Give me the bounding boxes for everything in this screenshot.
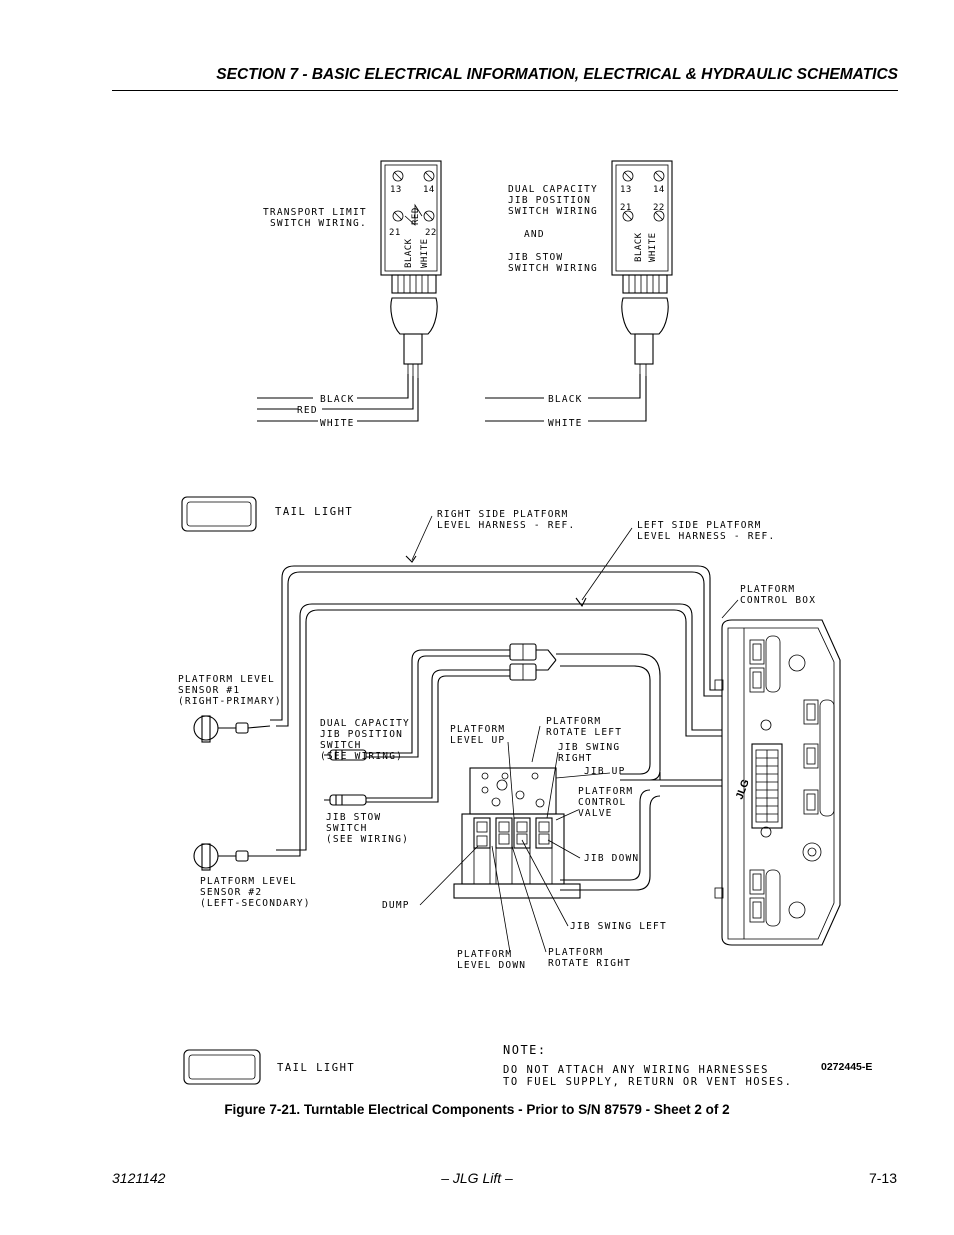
footer-page-number: 7-13 <box>868 1170 897 1186</box>
valve-callout-lines <box>419 725 611 953</box>
level-down-label-1: PLATFORM <box>457 949 512 960</box>
platform-control-box <box>714 619 841 946</box>
terminal-13-left: 13 <box>390 185 402 195</box>
harness-lines <box>270 515 739 857</box>
sensor2-label-2: SENSOR #2 <box>200 887 262 898</box>
swing-right-label-1: JIB SWING <box>558 742 620 753</box>
wire-black-vertical-left: BLACK <box>404 238 414 268</box>
terminal-22-left: 22 <box>425 228 437 238</box>
label-black-left: BLACK <box>320 394 355 405</box>
control-box-label-1: PLATFORM <box>740 584 795 595</box>
rotate-right-label-2: ROTATE RIGHT <box>548 958 631 969</box>
label-white-right: WHITE <box>548 418 583 429</box>
control-box-logo: JLG <box>734 778 752 801</box>
sensor2-label-1: PLATFORM LEVEL <box>200 876 297 887</box>
control-valve-label-1: PLATFORM <box>578 786 633 797</box>
transport-switch-label-2: SWITCH WIRING. <box>270 218 367 229</box>
sensor1-label-1: PLATFORM LEVEL <box>178 674 275 685</box>
wire-red-vertical: RED <box>411 207 421 225</box>
rotate-right-label-1: PLATFORM <box>548 947 603 958</box>
jib-switch-plugs <box>324 643 722 891</box>
jib-stow-label-3: (SEE WIRING) <box>326 834 409 845</box>
wire-black-vertical-right: BLACK <box>634 232 644 262</box>
note-line-1: DO NOT ATTACH ANY WIRING HARNESSES <box>503 1064 769 1076</box>
tail-light-top-label: TAIL LIGHT <box>275 506 353 518</box>
level-up-label-1: PLATFORM <box>450 724 505 735</box>
terminal-21-right: 21 <box>620 203 632 213</box>
sensor1-label-2: SENSOR #1 <box>178 685 240 696</box>
dual-switch-label-2: JIB POSITION <box>508 195 591 206</box>
control-valve-label-3: VALVE <box>578 808 613 819</box>
control-valve-label-2: CONTROL <box>578 797 626 808</box>
wire-white-left <box>257 378 419 422</box>
terminal-14-left: 14 <box>423 185 435 195</box>
drawing-number: 0272445-E <box>821 1061 872 1073</box>
terminal-13-right: 13 <box>620 185 632 195</box>
dual-switch-label-and: AND <box>524 229 545 240</box>
rotate-left-label-2: ROTATE LEFT <box>546 727 622 738</box>
dump-label: DUMP <box>382 900 410 911</box>
sensor1-label-3: (RIGHT-PRIMARY) <box>178 696 282 707</box>
page-header: SECTION 7 - BASIC ELECTRICAL INFORMATION… <box>112 66 898 91</box>
dual-switch-label-5: SWITCH WIRING <box>508 263 598 274</box>
tail-light-bottom-label: TAIL LIGHT <box>277 1062 355 1074</box>
dual-switch-label-4: JIB STOW <box>508 252 563 263</box>
terminal-14-right: 14 <box>653 185 665 195</box>
sensor2-label-3: (LEFT-SECONDARY) <box>200 898 311 909</box>
label-black-right: BLACK <box>548 394 583 405</box>
footer-brand: – JLG Lift – <box>441 1170 513 1186</box>
control-box-label-2: CONTROL BOX <box>740 595 816 606</box>
left-harness-label-1: LEFT SIDE PLATFORM <box>637 520 762 531</box>
wire-black-right <box>485 374 641 399</box>
level-down-label-2: LEVEL DOWN <box>457 960 526 971</box>
note-title: NOTE: <box>503 1043 547 1057</box>
tail-light-bottom <box>183 1049 261 1085</box>
platform-control-valve <box>453 767 581 899</box>
dual-cap-label-4: (SEE WIRING) <box>320 751 403 762</box>
jib-up-label: JIB UP <box>584 766 626 777</box>
dual-capacity-switch <box>611 160 673 376</box>
note-line-2: TO FUEL SUPPLY, RETURN OR VENT HOSES. <box>503 1076 792 1088</box>
tail-light-top <box>181 496 257 532</box>
right-harness-label-2: LEVEL HARNESS - REF. <box>437 520 575 531</box>
schematic-diagram: TRANSPORT LIMIT SWITCH WIRING. 13 14 21 … <box>178 160 872 1088</box>
transport-switch-label-1: TRANSPORT LIMIT <box>263 207 367 218</box>
level-up-label-2: LEVEL UP <box>450 735 505 746</box>
wire-white-vertical-left: WHITE <box>420 238 430 268</box>
wire-black-left <box>257 374 409 399</box>
swing-left-label: JIB SWING LEFT <box>570 921 667 932</box>
label-red-left: RED <box>297 405 318 416</box>
transport-limit-switch <box>380 160 442 378</box>
dual-switch-label-1: DUAL CAPACITY <box>508 184 598 195</box>
left-harness-label-2: LEVEL HARNESS - REF. <box>637 531 775 542</box>
terminal-21-left: 21 <box>389 228 401 238</box>
platform-level-sensor-2 <box>193 843 270 871</box>
jib-stow-label-2: SWITCH <box>326 823 368 834</box>
right-harness-label-1: RIGHT SIDE PLATFORM <box>437 509 568 520</box>
jib-stow-label-1: JIB STOW <box>326 812 381 823</box>
platform-level-sensor-1 <box>193 715 271 743</box>
rotate-left-label-1: PLATFORM <box>546 716 601 727</box>
dual-cap-label-3: SWITCH <box>320 740 362 751</box>
swing-right-label-2: RIGHT <box>558 753 593 764</box>
section-title: SECTION 7 - BASIC ELECTRICAL INFORMATION… <box>216 66 898 83</box>
dual-cap-label-1: DUAL CAPACITY <box>320 718 410 729</box>
footer-doc-number: 3121142 <box>112 1170 166 1186</box>
wire-white-vertical-right: WHITE <box>648 232 658 262</box>
wire-white-right <box>485 376 647 422</box>
label-white-left: WHITE <box>320 418 355 429</box>
wire-red-left <box>257 376 414 410</box>
dual-cap-label-2: JIB POSITION <box>320 729 403 740</box>
dual-switch-label-3: SWITCH WIRING <box>508 206 598 217</box>
figure-caption: Figure 7-21. Turntable Electrical Compon… <box>224 1102 730 1117</box>
jib-down-label: JIB DOWN <box>584 853 639 864</box>
terminal-22-right: 22 <box>653 203 665 213</box>
